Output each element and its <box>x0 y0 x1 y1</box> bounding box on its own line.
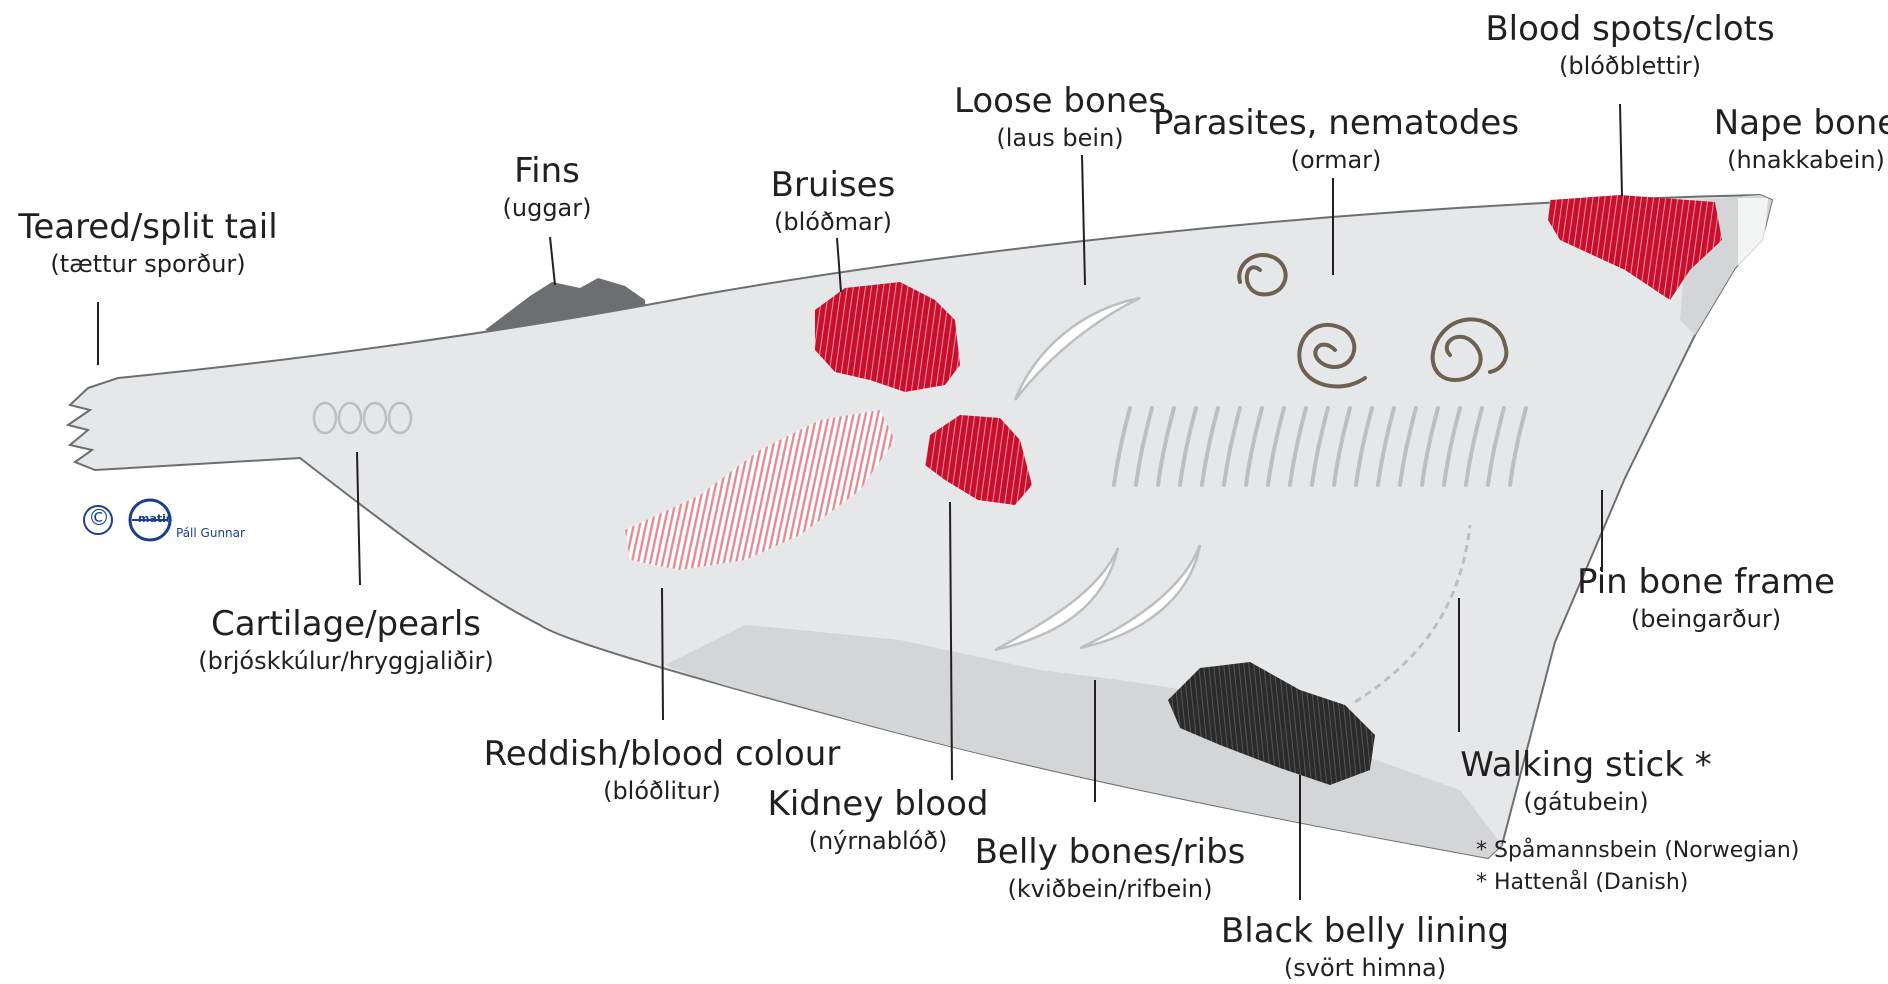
label-blood-spots-is: (blóðblettir) <box>1485 53 1774 81</box>
label-black-lining-is: (svört himna) <box>1221 955 1509 983</box>
credit-copyright: © <box>88 506 110 531</box>
label-walking-stick: Walking stick * (gátubein) <box>1460 746 1711 817</box>
label-pin-bone: Pin bone frame (beingarður) <box>1577 563 1835 634</box>
label-tail: Teared/split tail (tættur sporður) <box>18 208 277 279</box>
label-bruises-is: (blóðmar) <box>771 209 896 237</box>
label-parasites-is: (ormar) <box>1153 147 1519 175</box>
label-nape-bone-en: Nape bone <box>1714 104 1888 143</box>
label-parasites: Parasites, nematodes (ormar) <box>1153 104 1519 175</box>
label-parasites-en: Parasites, nematodes <box>1153 104 1519 143</box>
label-black-lining: Black belly lining (svört himna) <box>1221 912 1509 983</box>
label-cartilage-en: Cartilage/pearls <box>198 605 493 644</box>
label-loose-bones: Loose bones (laus bein) <box>954 82 1166 153</box>
label-cartilage: Cartilage/pearls (brjóskkúlur/hryggjalið… <box>198 605 493 676</box>
note-danish: * Hattenål (Danish) <box>1476 870 1688 895</box>
label-nape-bone: Nape bone (hnakkabein) <box>1714 104 1888 175</box>
label-loose-bones-is: (laus bein) <box>954 125 1166 153</box>
label-belly-bones: Belly bones/ribs (kviðbein/rifbein) <box>975 833 1246 904</box>
label-belly-bones-en: Belly bones/ribs <box>975 833 1246 872</box>
label-fins-is: (uggar) <box>503 195 592 223</box>
label-pin-bone-is: (beingarður) <box>1577 606 1835 634</box>
nape-bone <box>1738 198 1768 275</box>
label-kidney-blood: Kidney blood (nýrnablóð) <box>768 785 989 856</box>
label-nape-bone-is: (hnakkabein) <box>1714 147 1888 175</box>
label-pin-bone-en: Pin bone frame <box>1577 563 1835 602</box>
label-tail-is: (tættur sporður) <box>18 251 277 279</box>
label-black-lining-en: Black belly lining <box>1221 912 1509 951</box>
label-reddish-en: Reddish/blood colour <box>484 735 841 774</box>
label-blood-spots: Blood spots/clots (blóðblettir) <box>1485 10 1774 81</box>
label-walking-stick-is: (gátubein) <box>1460 789 1711 817</box>
label-walking-stick-en: Walking stick * <box>1460 746 1711 785</box>
label-bruises-en: Bruises <box>771 166 896 205</box>
label-fins: Fins (uggar) <box>503 152 592 223</box>
label-blood-spots-en: Blood spots/clots <box>1485 10 1774 49</box>
label-kidney-blood-en: Kidney blood <box>768 785 989 824</box>
label-belly-bones-is: (kviðbein/rifbein) <box>975 876 1246 904</box>
label-cartilage-is: (brjóskkúlur/hryggjaliðir) <box>198 648 493 676</box>
label-loose-bones-en: Loose bones <box>954 82 1166 121</box>
label-fins-en: Fins <box>503 152 592 191</box>
label-tail-en: Teared/split tail <box>18 208 277 247</box>
note-norwegian: * Spåmannsbein (Norwegian) <box>1476 838 1799 863</box>
label-bruises: Bruises (blóðmar) <box>771 166 896 237</box>
credit-logo-text: matis <box>138 512 172 525</box>
label-kidney-blood-is: (nýrnablóð) <box>768 828 989 856</box>
credit-author: Páll Gunnar <box>176 526 245 540</box>
